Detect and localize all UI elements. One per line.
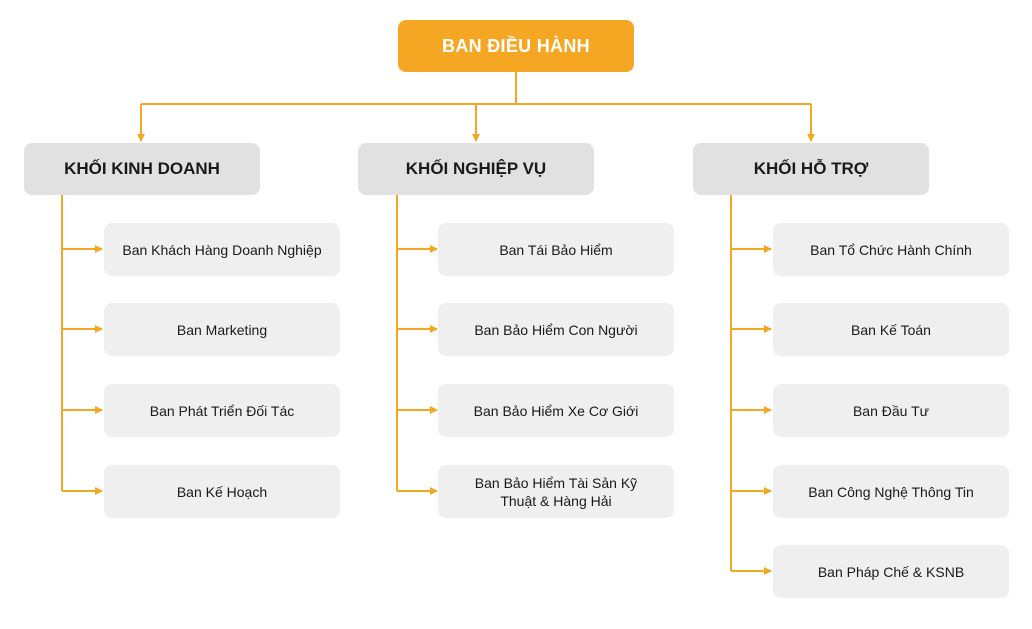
unit-node: Ban Bảo Hiểm Xe Cơ Giới: [438, 384, 674, 437]
unit-node-label: Ban Công Nghệ Thông Tin: [808, 483, 974, 500]
unit-node: Ban Đầu Tư: [773, 384, 1009, 437]
unit-node: Ban Công Nghệ Thông Tin: [773, 465, 1009, 518]
root-node-label: BAN ĐIỀU HÀNH: [442, 35, 590, 56]
unit-node: Ban Phát Triển Đối Tác: [104, 384, 340, 437]
unit-node-label: Ban Kế Hoạch: [176, 483, 268, 500]
group-node-label: KHỐI HỖ TRỢ: [753, 159, 869, 178]
group-node-label: KHỐI KINH DOANH: [64, 159, 220, 178]
unit-node-label: Ban Bảo Hiểm Xe Cơ Giới: [473, 402, 639, 419]
unit-node-label: Ban Kế Toán: [851, 321, 931, 338]
root-node-executive-board: BAN ĐIỀU HÀNH: [398, 20, 634, 72]
group-node-label: KHỐI NGHIỆP VỤ: [405, 159, 547, 178]
unit-node-label: Ban Bảo Hiểm Con Người: [474, 321, 638, 338]
unit-node-label: Ban Bảo Hiểm Tài Sản Kỹ Thuật & Hàng Hải: [474, 474, 638, 509]
group-node-operations: KHỐI NGHIỆP VỤ: [358, 143, 594, 195]
group-node-support: KHỐI HỖ TRỢ: [693, 143, 929, 195]
unit-node-label: Ban Đầu Tư: [852, 402, 930, 419]
group-node-business: KHỐI KINH DOANH: [24, 143, 260, 195]
unit-node-label: Ban Marketing: [176, 321, 268, 338]
unit-node-label: Ban Pháp Chế & KSNB: [817, 563, 965, 580]
unit-node: Ban Marketing: [104, 303, 340, 356]
unit-node: Ban Kế Hoạch: [104, 465, 340, 518]
unit-node: Ban Tổ Chức Hành Chính: [773, 223, 1009, 276]
unit-node-label: Ban Tái Bảo Hiểm: [499, 241, 613, 258]
unit-node: Ban Bảo Hiểm Tài Sản Kỹ Thuật & Hàng Hải: [438, 465, 674, 518]
unit-node-label: Ban Khách Hàng Doanh Nghiệp: [122, 241, 322, 258]
unit-node: Ban Kế Toán: [773, 303, 1009, 356]
unit-node-label: Ban Tổ Chức Hành Chính: [810, 241, 972, 258]
unit-node-label: Ban Phát Triển Đối Tác: [149, 402, 295, 419]
unit-node: Ban Khách Hàng Doanh Nghiệp: [104, 223, 340, 276]
unit-node: Ban Bảo Hiểm Con Người: [438, 303, 674, 356]
unit-node: Ban Tái Bảo Hiểm: [438, 223, 674, 276]
unit-node: Ban Pháp Chế & KSNB: [773, 545, 1009, 598]
